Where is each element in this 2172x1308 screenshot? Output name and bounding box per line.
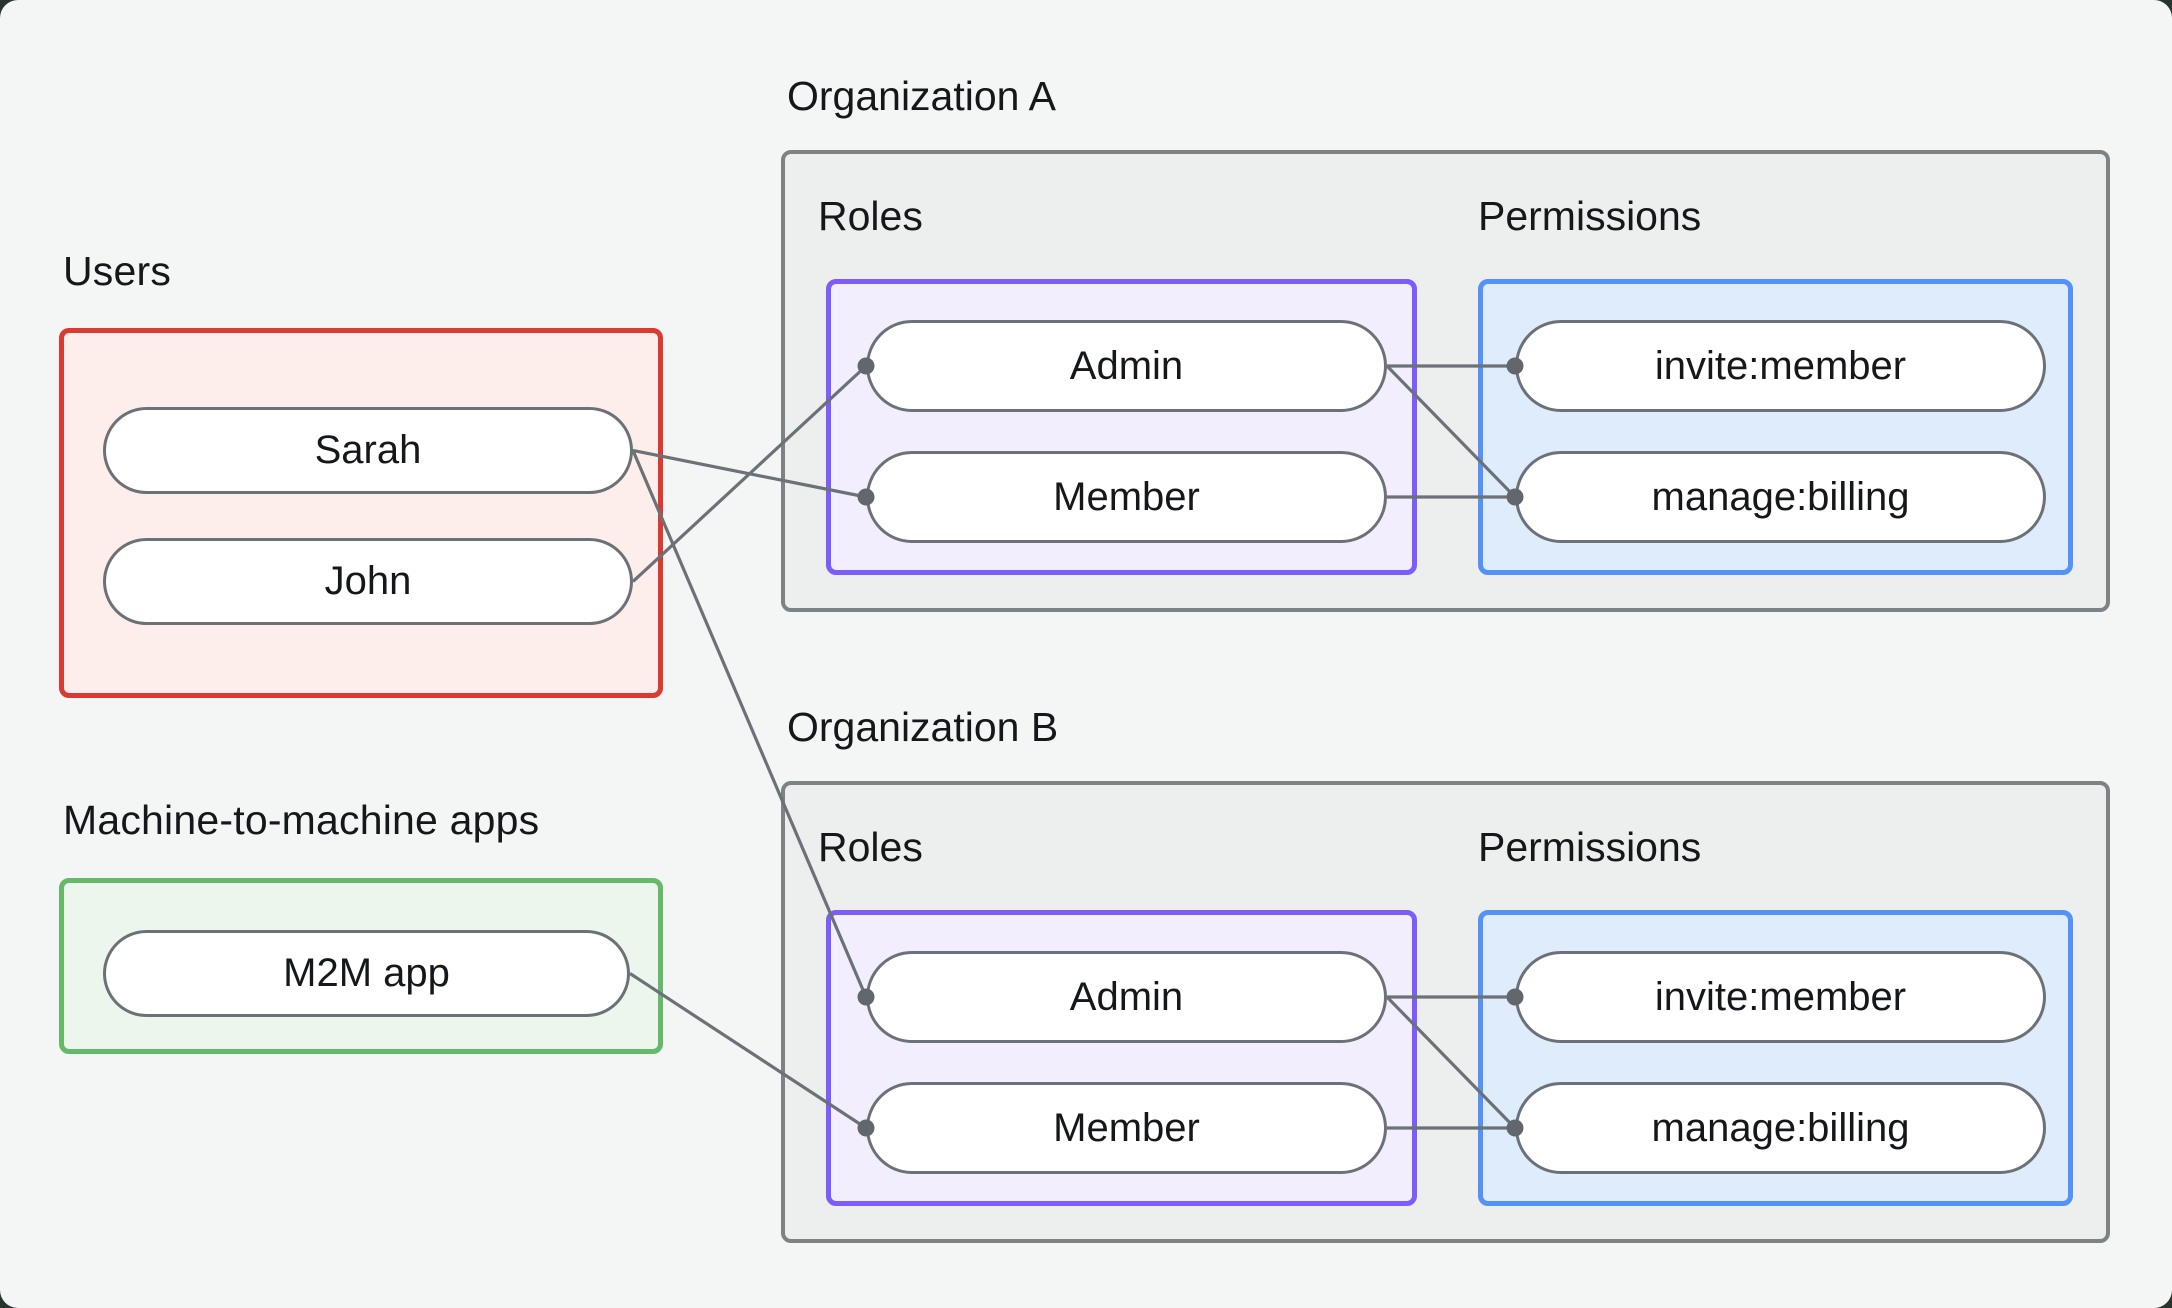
organization-a-section: Organization A Roles Permissions Admin M…: [781, 73, 2110, 612]
organization-b-permissions-label: Permissions: [1478, 824, 1702, 870]
organization-a-permissions-frame: invite:member manage:billing: [1478, 279, 2073, 575]
m2m-group-title: Machine-to-machine apps: [63, 797, 540, 843]
node-orga-manage-billing: manage:billing: [1515, 451, 2046, 543]
organization-b-section: Organization B Roles Permissions Admin M…: [781, 704, 2110, 1243]
node-orga-manage-billing-label: manage:billing: [1651, 474, 1910, 519]
node-orgb-manage-billing: manage:billing: [1515, 1082, 2046, 1174]
organization-a-title: Organization A: [787, 73, 1056, 119]
node-orgb-invite-member-label: invite:member: [1654, 974, 1907, 1019]
node-orga-invite-member-label: invite:member: [1654, 343, 1907, 388]
m2m-group-frame: M2M app: [59, 878, 663, 1054]
organization-b-roles-label: Roles: [818, 824, 923, 870]
node-orgb-admin: Admin: [866, 951, 1387, 1043]
node-orga-invite-member: invite:member: [1515, 320, 2046, 412]
organization-a-roles-frame: Admin Member: [826, 279, 1417, 575]
node-m2m-app-label: M2M app: [283, 951, 450, 995]
node-john: John: [103, 538, 633, 625]
node-orga-member-label: Member: [1053, 474, 1200, 519]
users-group-frame: Sarah John: [59, 328, 663, 698]
node-john-label: John: [324, 559, 412, 603]
node-sarah-label: Sarah: [314, 428, 422, 472]
node-orgb-member-label: Member: [1053, 1105, 1200, 1150]
organization-b-permissions-frame: invite:member manage:billing: [1478, 910, 2073, 1206]
organization-a-roles-label: Roles: [818, 193, 923, 239]
node-orgb-admin-label: Admin: [1069, 974, 1184, 1019]
node-orgb-manage-billing-label: manage:billing: [1651, 1105, 1910, 1150]
node-m2m-app: M2M app: [103, 930, 630, 1017]
node-orga-admin: Admin: [866, 320, 1387, 412]
node-orga-admin-label: Admin: [1069, 343, 1184, 388]
users-group-title: Users: [63, 248, 172, 294]
organization-a-permissions-label: Permissions: [1478, 193, 1702, 239]
node-orga-member: Member: [866, 451, 1387, 543]
organization-b-title: Organization B: [787, 704, 1059, 750]
node-orgb-member: Member: [866, 1082, 1387, 1174]
organization-b-roles-frame: Admin Member: [826, 910, 1417, 1206]
node-orgb-invite-member: invite:member: [1515, 951, 2046, 1043]
node-sarah: Sarah: [103, 407, 633, 494]
